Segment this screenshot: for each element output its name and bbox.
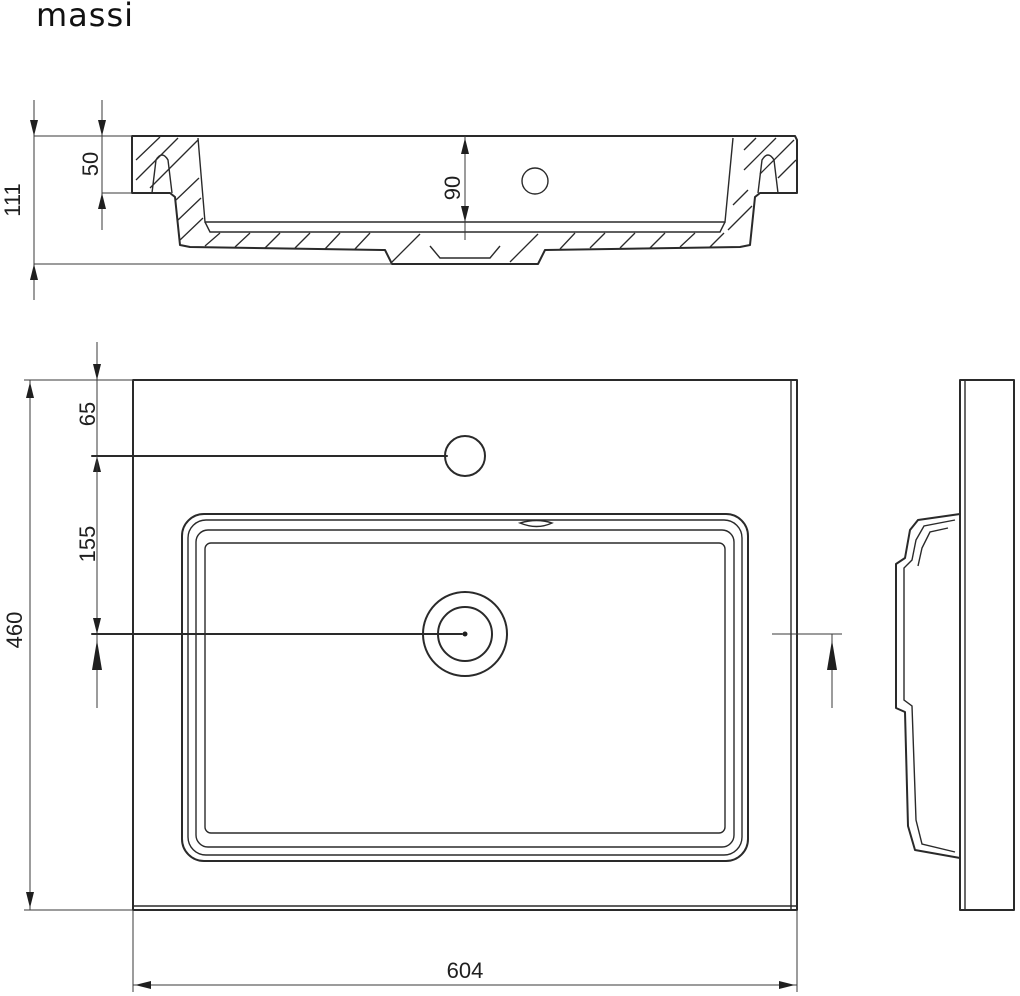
tap-hole [444,435,486,477]
dim-tap-hole-offset: 65 [75,402,100,426]
dim-rim-height: 50 [78,152,103,176]
dim-total-height: 111 [0,183,25,216]
section-view: 111 50 90 [0,100,798,300]
section-hatch-right [727,137,797,231]
dim-width: 604 [447,958,484,983]
plan-view: 65 155 460 604 [2,342,798,992]
side-view [772,379,1015,911]
section-hatch-bottom [204,232,725,263]
dim-basin-depth: 90 [440,176,465,200]
dim-drain-offset: 155 [75,526,100,563]
section-hatch-left [135,136,204,241]
dim-depth: 460 [2,612,27,649]
brand-logo: massi [36,0,134,34]
